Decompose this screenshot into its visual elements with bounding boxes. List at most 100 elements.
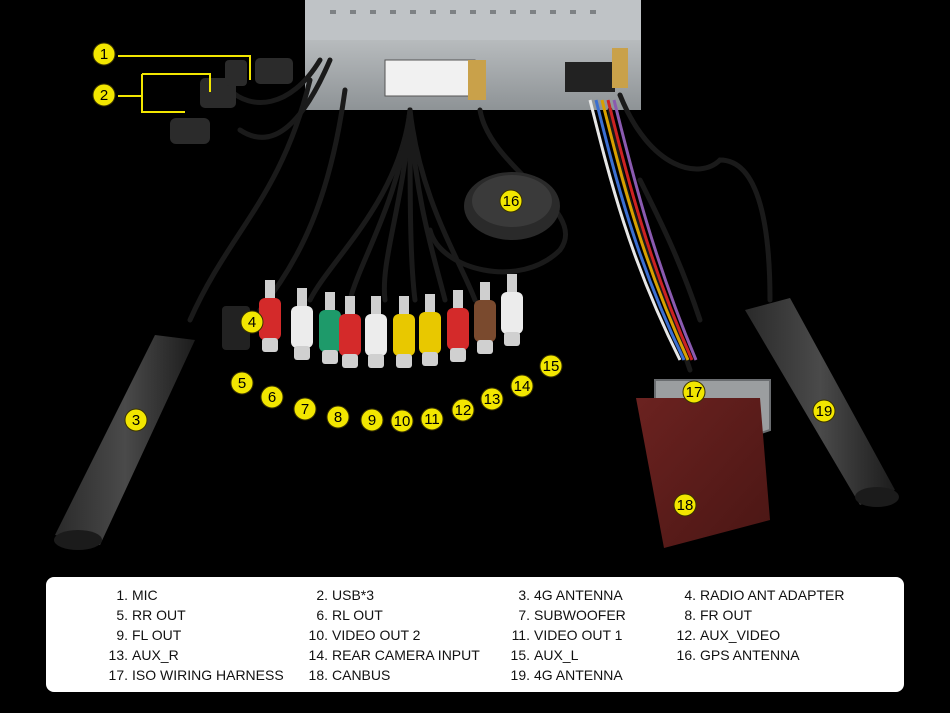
- callout-14: 14: [510, 374, 534, 398]
- callout-number: 8: [334, 409, 342, 426]
- legend-label: RR OUT: [132, 607, 186, 623]
- callout-number: 7: [301, 401, 309, 418]
- legend-label: RL OUT: [332, 607, 383, 623]
- legend-label: AUX_R: [132, 647, 179, 663]
- callout-number: 16: [503, 193, 520, 210]
- callout-number: 19: [816, 403, 833, 420]
- legend-label: REAR CAMERA INPUT: [332, 647, 480, 663]
- legend-label: CANBUS: [332, 667, 391, 683]
- head-unit: [305, 0, 641, 110]
- rca-plug-4: [339, 296, 361, 368]
- color-wire-loom: [588, 99, 698, 361]
- callout-number: 4: [248, 314, 256, 331]
- legend-label: SUBWOOFER: [534, 607, 626, 623]
- legend-number: 15.: [510, 647, 530, 663]
- legend-number: 13.: [108, 647, 128, 663]
- legend-item: 6.RL OUT: [300, 607, 383, 623]
- legend-item: 4.RADIO ANT ADAPTER: [668, 587, 844, 603]
- callout-number: 12: [455, 402, 472, 419]
- legend-number: 14.: [308, 647, 328, 663]
- rca-plug-9: [474, 282, 496, 354]
- legend-item: 17.ISO WIRING HARNESS: [100, 667, 284, 683]
- legend-item: 5.RR OUT: [100, 607, 186, 623]
- legend-number: 7.: [518, 607, 530, 623]
- callout-number: 11: [424, 411, 440, 428]
- legend-label: FR OUT: [700, 607, 753, 623]
- legend-label: MIC: [132, 587, 158, 603]
- legend-label: 4G ANTENNA: [534, 587, 623, 603]
- callout-13: 13: [480, 387, 504, 411]
- legend-item: 1.MIC: [100, 587, 158, 603]
- callout-number: 1: [100, 46, 108, 63]
- legend-number: 16.: [676, 647, 696, 663]
- legend-item: 10.VIDEO OUT 2: [300, 627, 421, 643]
- legend-item: 8.FR OUT: [668, 607, 752, 623]
- legend-number: 11.: [511, 627, 530, 643]
- legend-number: 4.: [684, 587, 696, 603]
- rca-plug-6: [393, 296, 415, 368]
- legend-label: ISO WIRING HARNESS: [132, 667, 284, 683]
- legend-item: 7.SUBWOOFER: [502, 607, 626, 623]
- legend-number: 10.: [308, 627, 328, 643]
- legend-label: RADIO ANT ADAPTER: [700, 587, 845, 603]
- legend-number: 8.: [684, 607, 696, 623]
- callout-number: 18: [677, 497, 694, 514]
- rca-plug-7: [419, 294, 441, 366]
- callout-number: 14: [514, 378, 531, 395]
- legend-item: 11.VIDEO OUT 1: [502, 627, 623, 643]
- legend-label: USB*3: [332, 587, 375, 603]
- rca-plug-2: [291, 288, 313, 360]
- legend-label: AUX_L: [534, 647, 579, 663]
- callout-7: 7: [293, 397, 317, 421]
- legend-number: 1.: [116, 587, 128, 603]
- legend-number: 17.: [108, 667, 128, 683]
- legend-item: 19.4G ANTENNA: [502, 667, 623, 683]
- rca-plugs: [259, 274, 523, 368]
- callout-8: 8: [326, 405, 350, 429]
- callout-18: 18: [673, 493, 697, 517]
- legend-number: 19.: [510, 667, 530, 683]
- callout-16: 16: [499, 189, 523, 213]
- callout-3: 3: [124, 408, 148, 432]
- legend-label: 4G ANTENNA: [534, 667, 623, 683]
- callout-17: 17: [682, 380, 706, 404]
- callout-2: 2: [92, 83, 116, 107]
- rca-plug-10: [501, 274, 523, 346]
- legend-label: AUX_VIDEO: [700, 627, 781, 643]
- callout-number: 17: [686, 384, 703, 401]
- rca-plug-1: [259, 280, 281, 352]
- legend-label: FL OUT: [132, 627, 182, 643]
- legend-label: VIDEO OUT 1: [534, 627, 623, 643]
- legend-item: 9.FL OUT: [100, 627, 181, 643]
- leader-lines: [118, 55, 251, 113]
- callout-number: 3: [132, 412, 140, 429]
- callout-11: 11: [420, 407, 444, 431]
- callout-9: 9: [360, 408, 384, 432]
- legend-number: 9.: [116, 627, 128, 643]
- legend-item: 12.AUX_VIDEO: [668, 627, 781, 643]
- legend-number: 12.: [676, 627, 696, 643]
- callout-number: 2: [100, 87, 108, 104]
- legend-number: 18.: [308, 667, 328, 683]
- legend-item: 15.AUX_L: [502, 647, 579, 663]
- callout-number: 9: [368, 412, 376, 429]
- callout-number: 6: [268, 389, 276, 406]
- legend-item: 18.CANBUS: [300, 667, 391, 683]
- legend-number: 6.: [316, 607, 328, 623]
- callout-4: 4: [240, 310, 264, 334]
- antenna-rod-left: [54, 335, 195, 550]
- callout-number: 5: [238, 375, 246, 392]
- legend-number: 3.: [518, 587, 530, 603]
- usb-plugs: [170, 58, 293, 144]
- legend-item: 3.4G ANTENNA: [502, 587, 623, 603]
- legend-item: 16.GPS ANTENNA: [668, 647, 800, 663]
- callout-1: 1: [92, 42, 116, 66]
- callout-6: 6: [260, 385, 284, 409]
- callout-15: 15: [539, 354, 563, 378]
- callout-19: 19: [812, 399, 836, 423]
- legend-item: 14.REAR CAMERA INPUT: [300, 647, 480, 663]
- legend-label: VIDEO OUT 2: [332, 627, 421, 643]
